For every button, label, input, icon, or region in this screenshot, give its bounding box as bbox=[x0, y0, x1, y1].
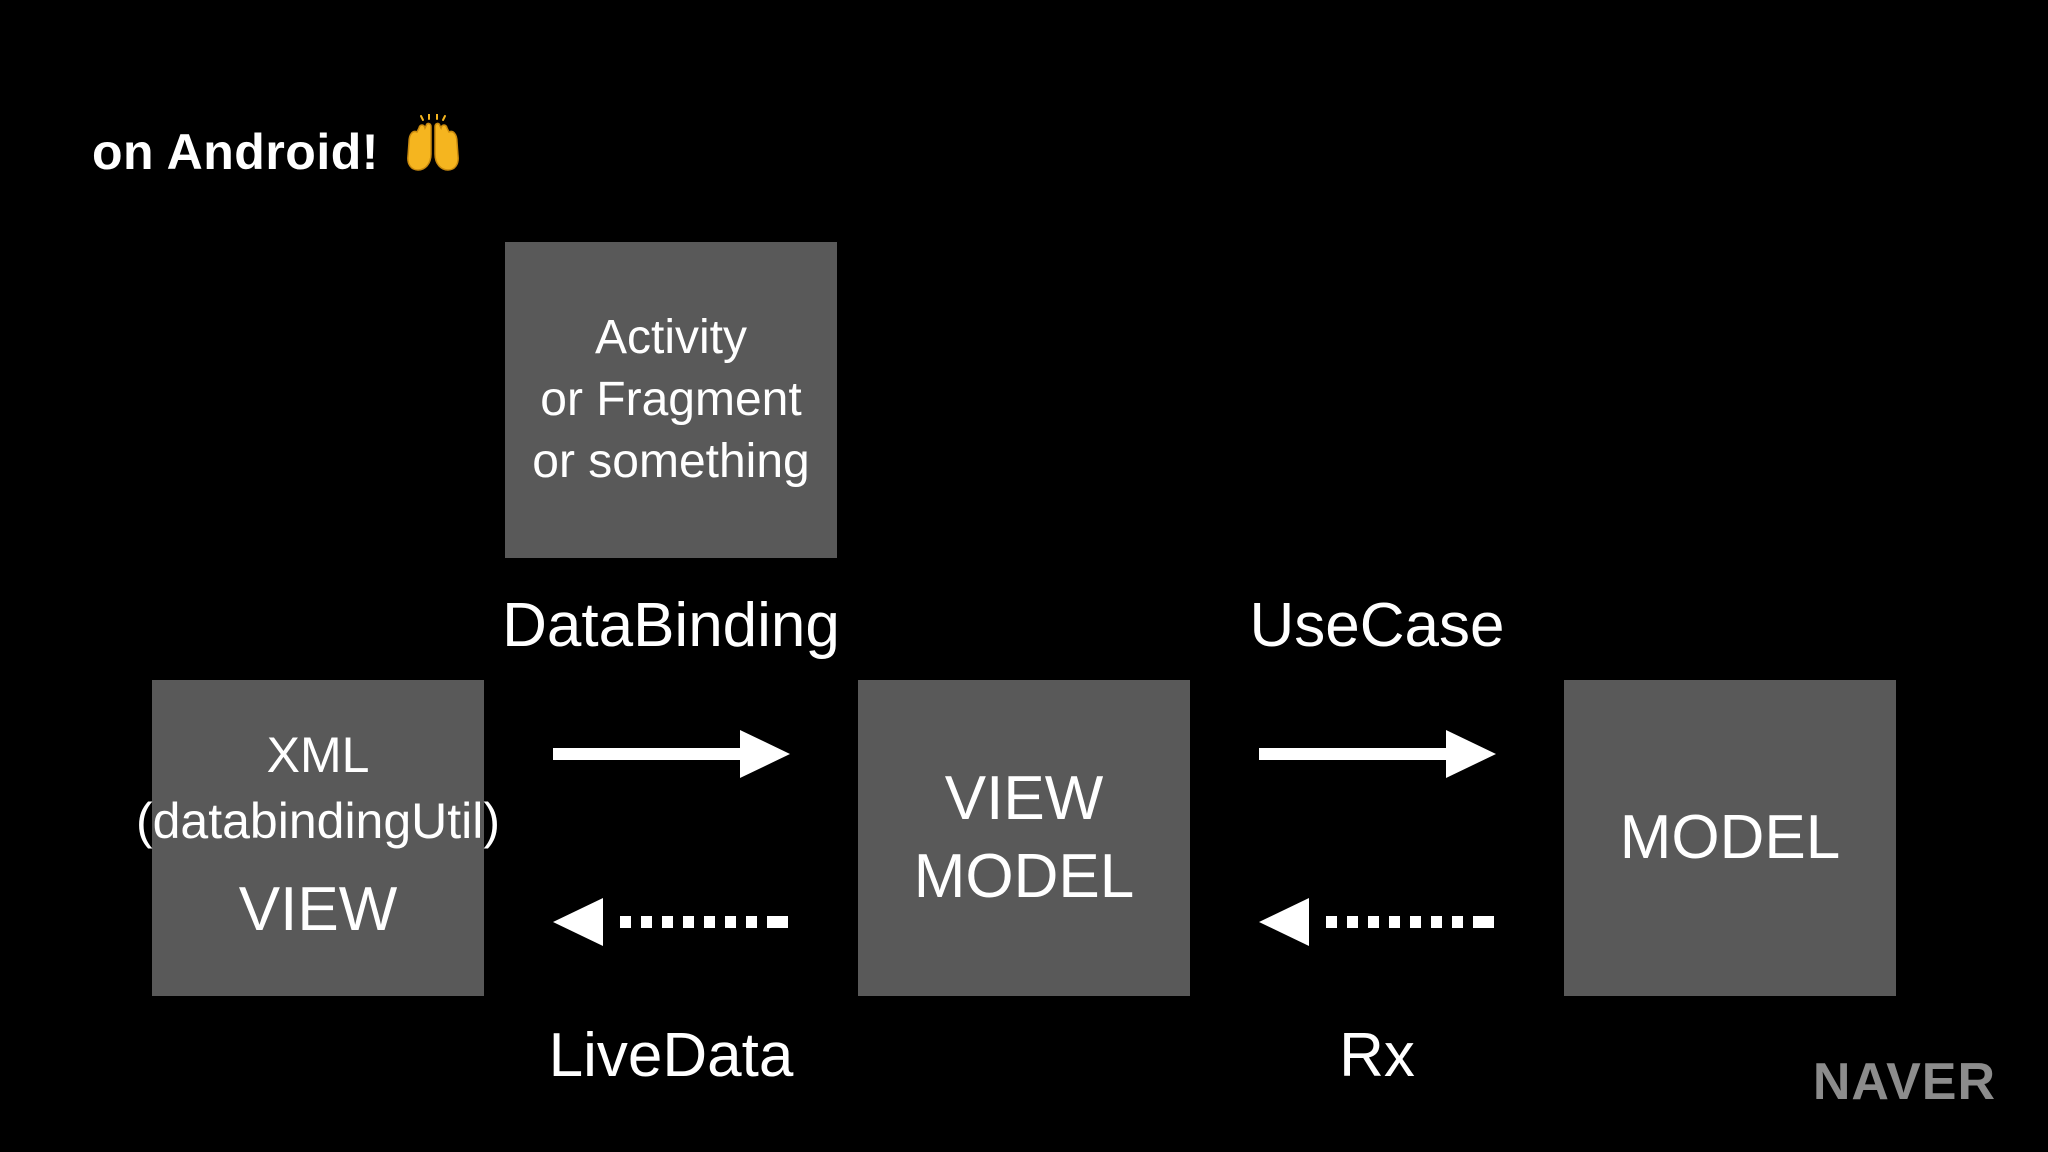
view-label: VIEW bbox=[238, 875, 398, 944]
activity-line-1: Activity bbox=[594, 311, 747, 364]
naver-logo: NAVER bbox=[1812, 1053, 1996, 1111]
arrow-model-to-viewmodel-dotted bbox=[1259, 898, 1494, 946]
activity-line-2: or Fragment bbox=[540, 373, 802, 426]
xml-line-1: XML bbox=[266, 727, 370, 783]
activity-fragment-box: Activity or Fragment or something bbox=[505, 242, 837, 558]
arrow-view-to-viewmodel bbox=[553, 730, 790, 778]
title-text: on Android! bbox=[92, 124, 379, 181]
xml-label: XML (databindingUtil) bbox=[136, 722, 500, 854]
activity-line-3: or something bbox=[532, 435, 810, 488]
arrow-viewmodel-to-model bbox=[1259, 730, 1496, 778]
viewmodel-label: VIEW MODEL bbox=[914, 760, 1134, 916]
databinding-label: DataBinding bbox=[502, 591, 840, 660]
raising-hands-icon bbox=[403, 113, 463, 186]
viewmodel-line-2: MODEL bbox=[913, 842, 1135, 911]
viewmodel-box: VIEW MODEL bbox=[858, 680, 1190, 996]
model-box: MODEL bbox=[1564, 680, 1896, 996]
arrow-viewmodel-to-view-dotted bbox=[553, 898, 788, 946]
slide-title: on Android! bbox=[92, 113, 463, 192]
viewmodel-line-1: VIEW bbox=[944, 764, 1104, 833]
view-box bbox=[152, 680, 484, 996]
xml-line-2: (databindingUtil) bbox=[135, 793, 501, 849]
activity-box-text: Activity or Fragment or something bbox=[532, 307, 809, 493]
model-label: MODEL bbox=[1619, 803, 1841, 872]
livedata-label: LiveData bbox=[548, 1021, 794, 1090]
rx-label: Rx bbox=[1339, 1021, 1415, 1090]
usecase-label: UseCase bbox=[1249, 591, 1505, 660]
